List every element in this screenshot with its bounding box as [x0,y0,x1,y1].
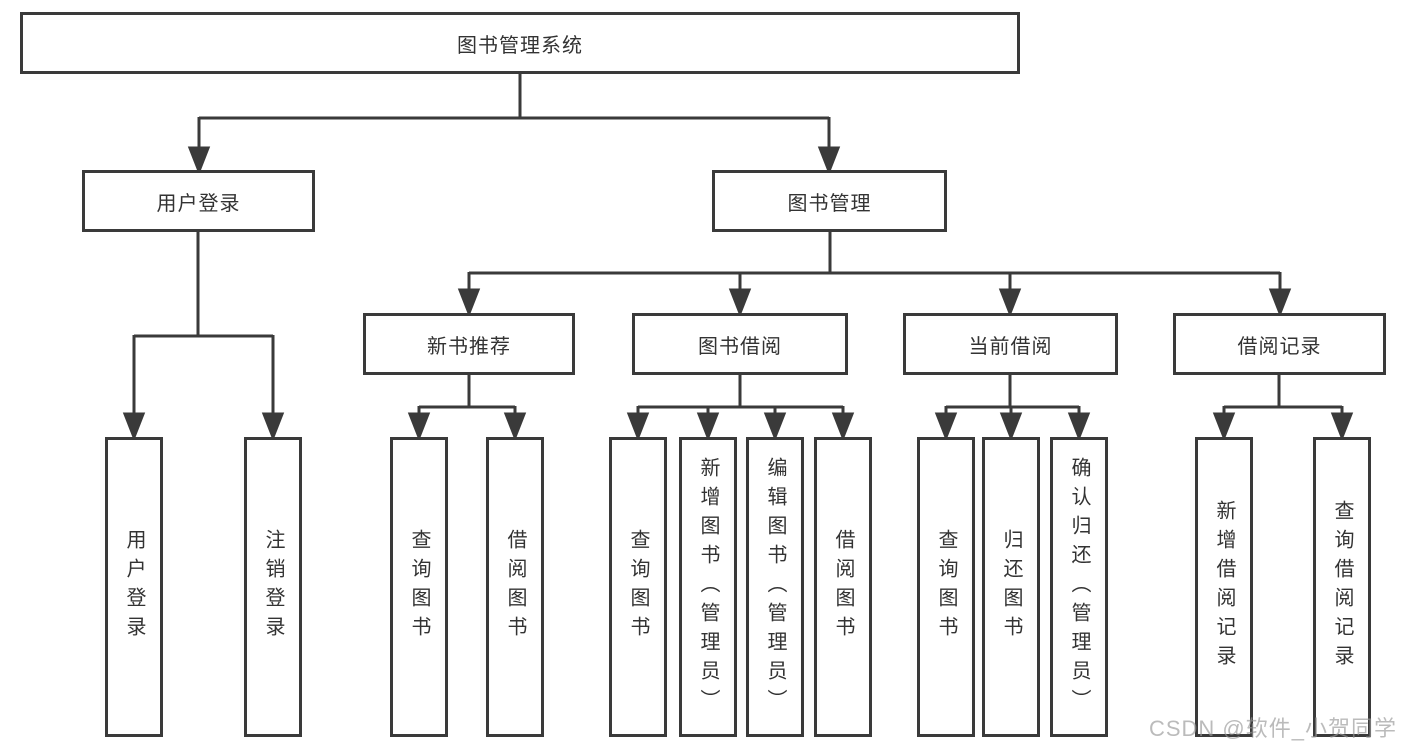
node-leaf-add-borrow-record: 新增借阅记录 [1195,437,1253,737]
node-leaf-query-books-3: 查询图书 [917,437,975,737]
node-label: 查询图书 [627,529,649,645]
node-label: 注销登录 [262,529,284,645]
node-label: 确认归还（管理员） [1068,456,1090,718]
node-current-borrow: 当前借阅 [903,313,1118,375]
connector-root-to-level2 [187,68,841,176]
node-leaf-user-login: 用户登录 [105,437,163,737]
node-leaf-confirm-return-admin: 确认归还（管理员） [1050,437,1108,737]
node-leaf-return-books: 归还图书 [982,437,1040,737]
csdn-watermark: CSDN @软件_小贺同学 [1148,716,1397,741]
node-borrow-record: 借阅记录 [1173,313,1386,375]
node-user-login: 用户登录 [82,170,315,232]
node-label: 查询借阅记录 [1331,500,1353,674]
node-label: 借阅记录 [1237,335,1322,358]
node-library-system: 图书管理系统 [20,12,1020,74]
connector-record-to-leaves [1212,375,1354,442]
node-label: 当前借阅 [968,335,1053,358]
node-book-management: 图书管理 [712,170,947,232]
node-label: 图书管理系统 [457,34,583,57]
connector-borrow-to-leaves [626,375,855,442]
node-leaf-query-books-2: 查询图书 [609,437,667,737]
node-book-borrow: 图书借阅 [632,313,848,375]
node-label: 查询图书 [935,529,957,645]
node-label: 新增借阅记录 [1213,500,1235,674]
node-leaf-logout: 注销登录 [244,437,302,737]
node-label: 图书管理 [787,192,872,215]
node-label: 用户登录 [123,529,145,645]
node-label: 归还图书 [1000,529,1022,645]
node-leaf-query-borrow-record: 查询借阅记录 [1313,437,1371,737]
node-leaf-add-books-admin: 新增图书（管理员） [679,437,737,737]
node-label: 编辑图书（管理员） [764,456,786,718]
node-leaf-edit-books-admin: 编辑图书（管理员） [746,437,804,737]
node-label: 查询图书 [408,529,430,645]
connector-mgmt-to-level3 [457,232,1292,318]
node-leaf-query-books-1: 查询图书 [390,437,448,737]
node-label: 借阅图书 [504,529,526,645]
node-new-book-recommend: 新书推荐 [363,313,575,375]
node-label: 借阅图书 [832,529,854,645]
connector-login-to-leaves [122,232,285,442]
node-leaf-borrow-books-1: 借阅图书 [486,437,544,737]
node-label: 新增图书（管理员） [697,456,719,718]
connector-current-to-leaves [934,375,1091,442]
node-leaf-borrow-books-2: 借阅图书 [814,437,872,737]
connector-newbook-to-leaves [407,375,527,442]
node-label: 图书借阅 [698,335,782,358]
node-label: 新书推荐 [427,335,511,358]
node-label: 用户登录 [156,192,241,215]
